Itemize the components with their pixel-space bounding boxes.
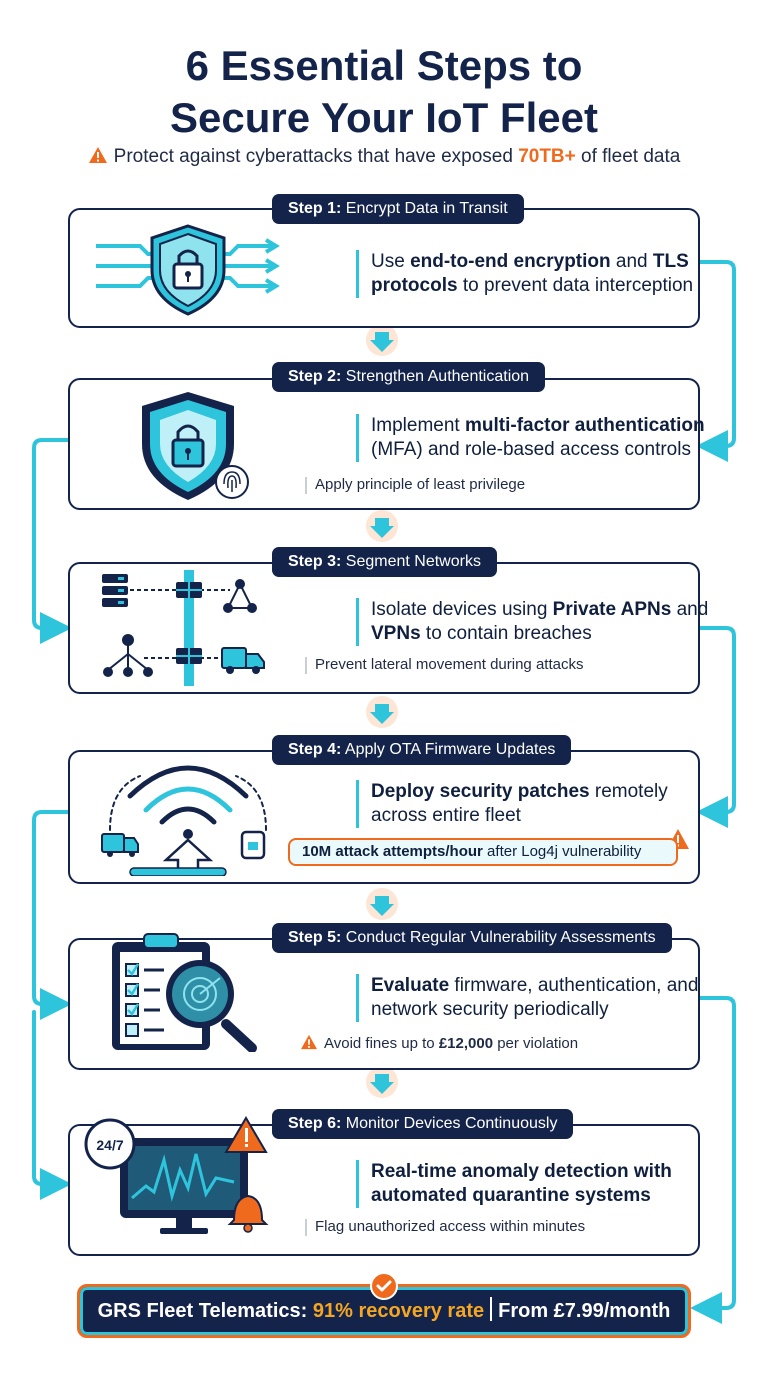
step-4-text-2: remotely across entire fleet (371, 781, 668, 826)
step-3-text-1: Isolate devices using (371, 599, 553, 620)
footer-price: From £7.99/month (498, 1300, 671, 1322)
fine-warning: Avoid fines up to £12,000 per violation (300, 1034, 578, 1052)
step-3-text-5: to contain breaches (420, 623, 592, 644)
step-badge-3: Step 3: Segment Networks (272, 547, 497, 577)
step-1-text-1: Use (371, 251, 411, 272)
footer-divider (490, 1297, 493, 1321)
step-1-text-3: and (610, 251, 653, 272)
step-badge-4: Step 4: Apply OTA Firmware Updates (272, 735, 572, 765)
step-2-text-3: (MFA) and role-based access controls (371, 439, 691, 460)
step-body-3: Isolate devices using Private APNs and V… (356, 598, 736, 646)
step-body-5: Evaluate firmware, authentication, and n… (356, 974, 736, 1022)
fine-warning-icon (301, 1034, 317, 1050)
attack-stat-callout: 10M attack attempts/hour after Log4j vul… (288, 838, 678, 866)
clipboard-magnifier-icon (112, 933, 257, 1052)
step-sub-2: Apply principle of least privilege (304, 476, 526, 494)
step-badge-2: Step 2: Strengthen Authentication (272, 362, 546, 392)
title-line-1: 6 Essential Steps to (185, 42, 583, 89)
step-2-text-1: Implement (371, 415, 465, 436)
network-segmentation-icon (102, 570, 265, 686)
shield-fingerprint-icon (142, 392, 249, 500)
step-card-3: Isolate devices using Private APNs and V… (68, 562, 708, 694)
wireless-update-icon (101, 765, 267, 876)
subtitle-highlight: 70TB+ (518, 146, 576, 167)
step-5-text-2: firmware, authentication, and network se… (371, 975, 699, 1020)
step-badge-1: Step 1: Encrypt Data in Transit (272, 194, 524, 224)
step-1-text-5: to prevent data interception (457, 275, 694, 296)
clock-label: 24/7 (96, 1137, 123, 1153)
subtitle: Protect against cyberattacks that have e… (0, 146, 768, 168)
step-sub-3: Prevent lateral movement during attacks (304, 656, 584, 674)
step-3-text-3: and (671, 599, 709, 620)
step-body-6: Real-time anomaly detection with automat… (356, 1160, 736, 1208)
step-5-text-1: Evaluate (371, 975, 450, 996)
step-3-text-4: VPNs (371, 623, 421, 644)
shield-lock-data-icon (96, 224, 280, 316)
step-sub-6: Flag unauthorized access within minutes (304, 1218, 586, 1236)
title-line-2: Secure Your IoT Fleet (170, 94, 598, 141)
step-body-2: Implement multi-factor authentication (M… (356, 414, 736, 462)
step-badge-6: Step 6: Monitor Devices Continuously (272, 1109, 574, 1139)
step-1-text-2: end-to-end encryption (410, 251, 611, 272)
monitor-alert-icon: 24/7 (84, 1116, 269, 1234)
step-3-text-2: Private APNs (552, 599, 672, 620)
step-1-text-4: TLS protocols (371, 251, 689, 296)
step-card-5: Evaluate firmware, authentication, and n… (68, 933, 700, 1070)
check-badge-icon (370, 1272, 398, 1300)
footer-highlight: 91% recovery rate (312, 1300, 485, 1322)
step-4-text-1: Deploy security patches (371, 781, 590, 802)
step-card-1: Use end-to-end encryption and TLS protoc… (68, 208, 700, 328)
step-6-text-1: Real-time anomaly detection with automat… (371, 1161, 672, 1206)
page-title: 6 Essential Steps to Secure Your IoT Fle… (0, 40, 768, 144)
step-body-1: Use end-to-end encryption and TLS protoc… (356, 250, 706, 298)
step-body-4: Deploy security patches remotely across … (356, 780, 716, 828)
step-card-6: 24/7 Real-time anomaly detection with au… (68, 1116, 700, 1256)
step-2-text-2: multi-factor authentication (464, 415, 705, 436)
step-card-4: Deploy security patches remotely across … (68, 750, 700, 884)
down-arrows (366, 324, 398, 1098)
step-badge-5: Step 5: Conduct Regular Vulnerability As… (272, 923, 672, 953)
subtitle-pre: Protect against cyberattacks that have e… (113, 146, 519, 167)
step-card-2: Implement multi-factor authentication (M… (68, 378, 705, 510)
warning-triangle-icon (88, 147, 107, 163)
subtitle-post: of fleet data (575, 146, 681, 167)
footer-brand: GRS Fleet Telematics: (97, 1300, 313, 1322)
